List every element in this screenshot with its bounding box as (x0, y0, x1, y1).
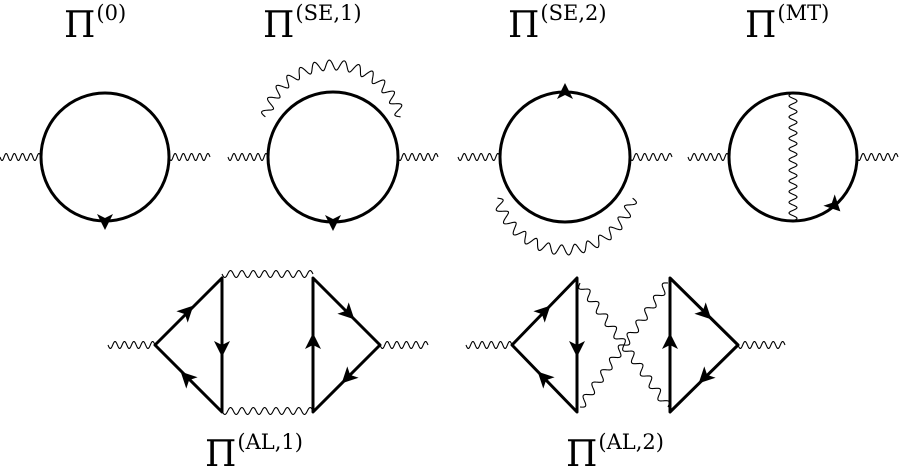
external-photon-right (397, 152, 439, 162)
self-energy-photon (495, 197, 637, 256)
fermion-loop (498, 90, 632, 224)
label-pi-al-2: Π(AL,2) (566, 432, 664, 475)
diagram-pi-al-1 (107, 269, 429, 416)
external-photon-left (0, 152, 42, 162)
arrow-icon (341, 366, 359, 384)
arrow-icon (214, 341, 230, 357)
label-pi-al-2-symbol: Π (566, 434, 598, 475)
arrow-icon (305, 333, 321, 349)
label-pi-al-1-superscript: (AL,1) (237, 430, 303, 454)
diagram-pi-mt (687, 91, 899, 223)
arrow-icon (569, 341, 585, 357)
label-pi-al-1: Π(AL,1) (205, 432, 303, 475)
label-pi-se-1: Π(SE,1) (263, 3, 362, 46)
label-pi-se-1-symbol: Π (263, 5, 295, 46)
arrow-icon (325, 215, 341, 231)
external-photon-left (465, 340, 513, 350)
label-pi-0-symbol: Π (64, 5, 96, 46)
self-energy-photon (261, 59, 403, 118)
diagram-pi-se-1 (227, 59, 439, 231)
triangle-left (510, 276, 579, 414)
internal-photon-crossed-2 (579, 282, 669, 408)
external-photon-right (737, 340, 786, 350)
triangle-left (153, 276, 224, 414)
label-pi-se-2-superscript: (SE,2) (540, 1, 607, 25)
diagram-pi-se-2 (457, 83, 673, 256)
label-pi-0: Π(0) (64, 3, 126, 46)
external-photon-right (168, 152, 211, 162)
external-photon-left (457, 152, 501, 162)
label-pi-al-2-superscript: (AL,2) (598, 430, 664, 454)
arrow-icon (97, 214, 113, 230)
fermion-loop (39, 91, 171, 223)
label-pi-0-superscript: (0) (96, 1, 127, 25)
fermion-loop (266, 90, 400, 224)
external-photon-right (629, 152, 673, 162)
external-photon-right (379, 340, 429, 350)
diagram-pi-0 (0, 91, 211, 230)
label-pi-se-2: Π(SE,2) (508, 3, 607, 46)
external-photon-right (856, 152, 899, 162)
diagram-pi-al-2 (465, 276, 786, 414)
external-photon-left (107, 340, 156, 350)
label-pi-se-1-superscript: (SE,1) (295, 1, 362, 25)
label-pi-al-1-symbol: Π (205, 434, 237, 475)
arrow-icon (176, 305, 194, 323)
internal-photon-vertical (788, 92, 798, 222)
label-pi-mt-superscript: (MT) (777, 1, 830, 25)
external-photon-left (687, 152, 730, 162)
triangle-right (668, 276, 740, 414)
arrow-icon (557, 83, 573, 99)
label-pi-se-2-symbol: Π (508, 5, 540, 46)
arrow-icon (180, 371, 198, 389)
arrow-icon (337, 302, 355, 320)
internal-photon-top (221, 269, 314, 279)
label-pi-mt: Π(MT) (745, 3, 829, 46)
internal-photon-bottom (221, 406, 314, 416)
label-pi-mt-symbol: Π (745, 5, 777, 46)
external-photon-left (227, 152, 269, 162)
triangle-right (311, 276, 382, 414)
arrow-icon (662, 333, 678, 349)
